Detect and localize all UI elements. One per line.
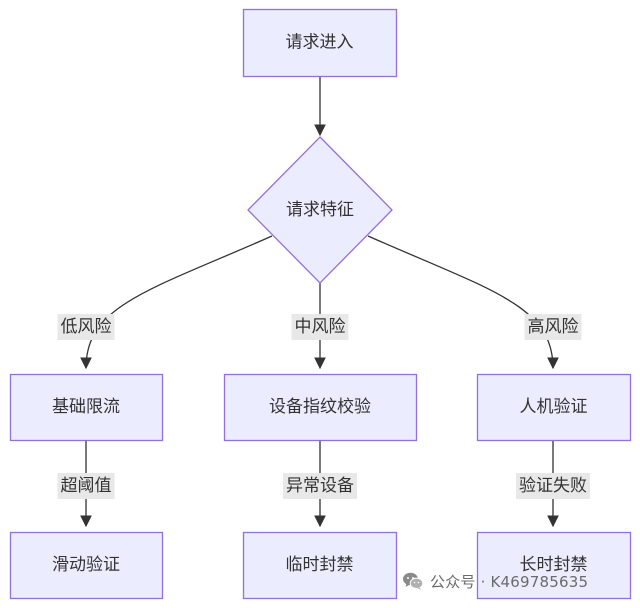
node-temporary-ban: 临时封禁: [242, 531, 398, 600]
edge-label-text: 验证失败: [519, 476, 587, 496]
edge-label-bg: [57, 473, 115, 499]
node-label: 请求进入: [286, 33, 354, 53]
process-box: [223, 373, 418, 442]
edge-label-bg: [283, 473, 357, 499]
process-box: [242, 531, 398, 600]
node-label: 滑动验证: [52, 555, 120, 575]
process-box: [9, 531, 164, 600]
node-request-features: 请求特征: [247, 136, 393, 284]
watermark-text: 公众号 · K469785635: [430, 572, 589, 591]
edge-label-text: 中风险: [295, 317, 346, 337]
node-label: 人机验证: [520, 397, 588, 417]
watermark: 公众号 · K469785635: [402, 569, 588, 593]
node-human-verification: 人机验证: [476, 373, 632, 442]
process-box: [476, 531, 632, 600]
wechat-icon: [403, 572, 424, 590]
edge-label-temporary_ban: 异常设备: [283, 473, 357, 499]
node-label: 基础限流: [52, 397, 120, 417]
edge-label-bg: [57, 314, 115, 340]
node-slider-verification: 滑动验证: [9, 531, 164, 600]
node-label: 请求特征: [286, 200, 354, 220]
edge-label-text: 异常设备: [286, 476, 354, 496]
edge-request_features-to-basic_rate_limit: [80, 235, 273, 370]
node-label: 长时封禁: [520, 555, 588, 575]
edge-label-bg: [291, 314, 349, 340]
process-box: [9, 373, 164, 442]
edge-label-bg: [516, 473, 590, 499]
edge-request_features-to-human_verification: [367, 235, 559, 370]
edge-label-text: 高风险: [528, 317, 579, 337]
edge-label-device_fingerprint: 中风险: [291, 314, 349, 340]
edge-label-bg: [524, 314, 582, 340]
edge-label-basic_rate_limit: 低风险: [57, 314, 115, 340]
edge-label-text: 低风险: [61, 317, 112, 337]
node-request-in: 请求进入: [242, 8, 398, 78]
process-box: [242, 8, 398, 78]
node-basic-rate-limit: 基础限流: [9, 373, 164, 442]
node-label: 临时封禁: [286, 555, 354, 575]
node-device-fingerprint: 设备指纹校验: [223, 373, 418, 442]
edge-label-text: 超阈值: [61, 476, 112, 496]
node-label: 设备指纹校验: [269, 397, 371, 417]
edge-label-human_verification: 高风险: [524, 314, 582, 340]
edge-label-slider_verification: 超阈值: [57, 473, 115, 499]
node-long-term-ban: 长时封禁: [476, 531, 632, 600]
decision-diamond: [247, 136, 393, 284]
process-box: [476, 373, 632, 442]
edge-label-long_term_ban: 验证失败: [516, 473, 590, 499]
